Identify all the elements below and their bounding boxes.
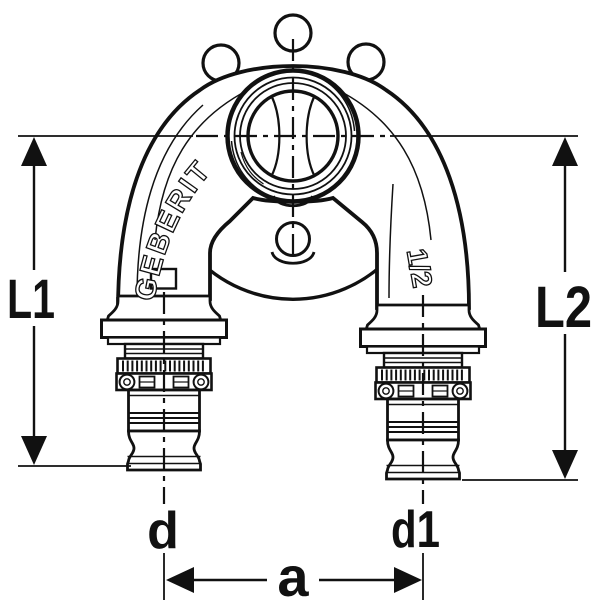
right-leg-highlight [388,183,394,299]
l2-arrow-up [552,137,578,166]
label-a: a [277,545,309,600]
left-leg-highlight [136,104,204,299]
label-l1: L1 [7,267,55,330]
dimension-a: a [166,545,422,600]
label-d1: d1 [391,501,440,559]
arch-inner-line-right [337,89,432,241]
l1-arrow-up [21,137,47,166]
l1-arrow-down [21,436,47,465]
a-arrow-right [394,567,422,593]
ring-echo-arc-2 [316,75,356,132]
opening-ring-mid1 [233,76,353,196]
geberit-logo-square [149,267,178,290]
a-arrow-left [166,567,194,593]
bolt-seat-arc [270,251,316,265]
size-marking-text: 1/2 [401,246,438,290]
dimension-l1: L1 [7,137,55,465]
dimension-l2: L2 [535,137,592,479]
centerlines [162,39,425,600]
l2-arrow-down [552,450,578,479]
ring-echo-arc-1 [230,140,270,197]
label-l2: L2 [535,275,592,340]
arch-inner-line-left [154,89,249,241]
ring-echo-arc-3 [240,151,264,185]
label-d: d [147,502,179,560]
extension-lines [18,135,578,481]
